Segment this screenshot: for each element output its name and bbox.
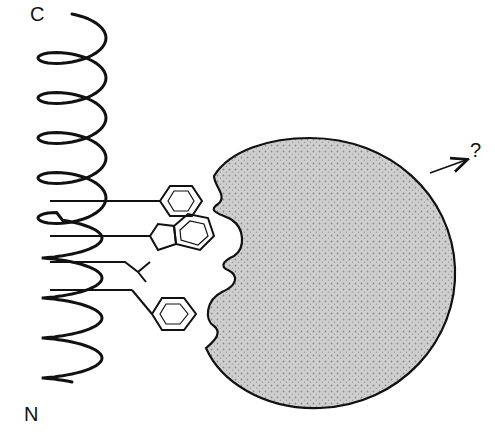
alpha-helix	[38, 14, 106, 382]
binding-protein	[206, 138, 455, 408]
side-chains	[50, 186, 214, 330]
terminus-label: C	[30, 4, 44, 24]
question-label: ?	[470, 140, 481, 160]
leader-arrow	[430, 160, 466, 173]
terminus-label: N	[24, 404, 38, 424]
